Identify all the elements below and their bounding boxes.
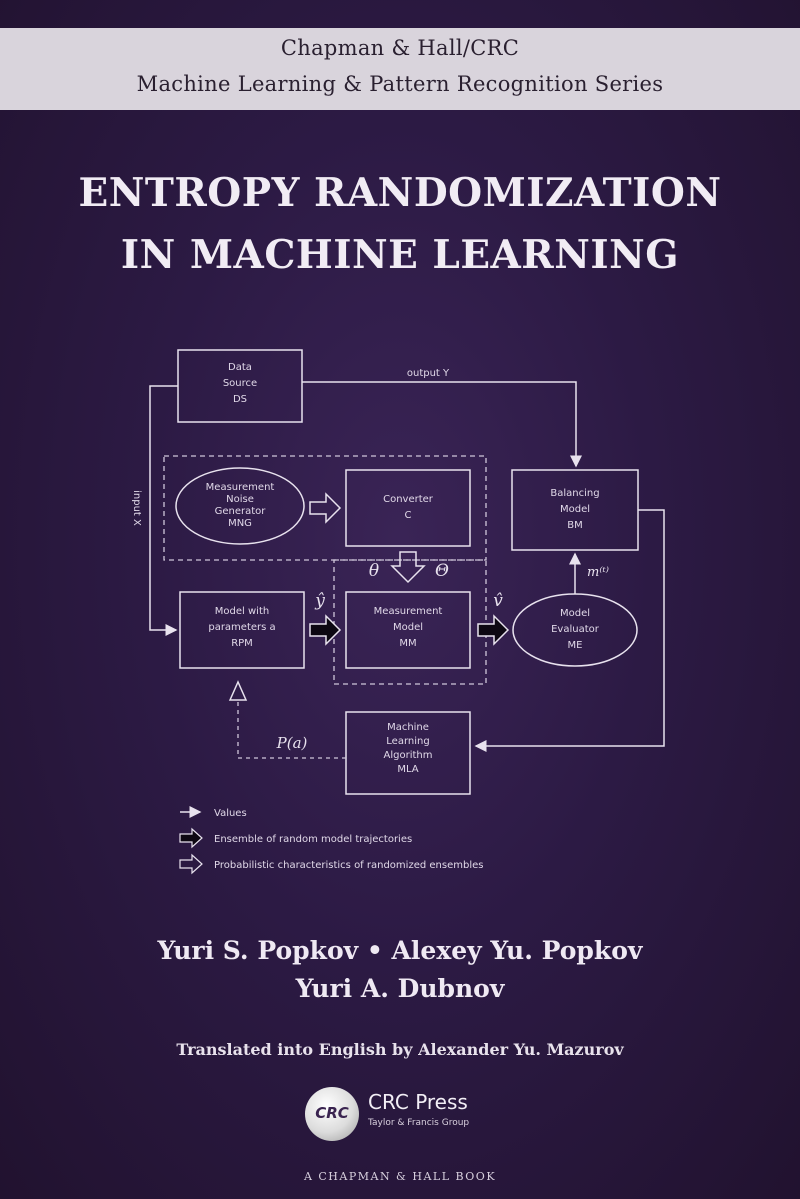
legend-item-2: Ensemble of random model trajectories (214, 834, 412, 845)
v-hat-symbol: v̂ (493, 591, 503, 611)
balancing-line-1: Balancing (550, 488, 599, 499)
y-hat-symbol: ŷ (314, 591, 325, 611)
evaluator-line-3: ME (568, 640, 583, 651)
authors-line-1: Yuri S. Popkov • Alexey Yu. Popkov (157, 936, 643, 965)
converter-line-1: Converter (383, 494, 434, 505)
publisher-imprint: A CHAPMAN & HALL BOOK (303, 1170, 497, 1183)
diagram-legend: Values Ensemble of random model trajecto… (179, 806, 483, 875)
input-arrow (149, 385, 178, 636)
balancing-model-box: Balancing Model BM (511, 469, 639, 551)
ml-algorithm-box: Machine Learning Algorithm MLA (345, 711, 471, 795)
mla-line-2: Learning (386, 736, 429, 747)
system-diagram: Data Source DS output Y input X Measurem… (131, 349, 665, 875)
crc-logo-text: CRC (315, 1104, 349, 1122)
balancing-to-mla-arrow (474, 509, 665, 752)
converter-line-2: C (405, 510, 412, 521)
data-source-line-3: DS (233, 394, 247, 405)
data-source-line-1: Data (228, 362, 252, 373)
data-source-line-2: Source (223, 378, 257, 389)
measurement-line-1: Measurement (374, 606, 443, 617)
publisher-block: CRC CRC Press Taylor & Francis Group A C… (270, 1082, 530, 1192)
series-banner: Chapman & Hall/CRC Machine Learning & Pa… (0, 28, 800, 110)
mla-line-3: Algorithm (384, 750, 433, 761)
noise-generator-ellipse: Measurement Noise Generator MNG (175, 467, 305, 545)
output-label: output Y (407, 368, 450, 379)
theta-right-symbol: Θ (435, 561, 449, 581)
input-label: input X (131, 490, 142, 526)
measurement-line-2: Model (393, 622, 423, 633)
mla-line-1: Machine (387, 722, 429, 733)
model-params-line-1: Model with (215, 606, 269, 617)
measurement-model-box: Measurement Model MM (345, 591, 471, 669)
translator-credit: Translated into English by Alexander Yu.… (176, 1040, 624, 1059)
measurement-line-3: MM (399, 638, 416, 649)
converter-down-arrow (390, 551, 426, 584)
series-line-2: Machine Learning & Pattern Recognition S… (136, 72, 664, 96)
model-parameters-box: Model with parameters a RPM (179, 591, 305, 669)
noise-to-converter-arrow (309, 492, 342, 524)
noise-group-frame (163, 455, 487, 561)
series-line-1: Chapman & Hall/CRC (280, 36, 520, 60)
legend-item-1: Values (214, 808, 247, 819)
publisher-group: Taylor & Francis Group (368, 1118, 470, 1128)
noise-line-4: MNG (228, 518, 252, 529)
measurement-to-evaluator-arrow (477, 614, 510, 646)
pa-symbol: P(a) (276, 734, 308, 752)
balancing-line-2: Model (560, 504, 590, 515)
evaluator-line-2: Evaluator (551, 624, 600, 635)
model-params-line-3: RPM (231, 638, 253, 649)
noise-line-1: Measurement (206, 482, 275, 493)
pa-feedback-line (237, 700, 346, 759)
output-arrow (302, 381, 582, 468)
measurement-group-frame (333, 559, 487, 685)
book-title-line-2: IN MACHINE LEARNING (120, 232, 680, 278)
balancing-line-3: BM (567, 520, 583, 531)
noise-line-2: Noise (226, 494, 254, 505)
mla-line-4: MLA (397, 764, 418, 775)
crc-logo: CRC (305, 1087, 359, 1141)
model-params-line-2: parameters a (208, 622, 275, 633)
data-source-box: Data Source DS (177, 349, 303, 423)
legend-item-3: Probabilistic characteristics of randomi… (214, 860, 483, 871)
converter-box: Converter C (345, 469, 471, 547)
m-symbol: m⁽ᵗ⁾ (587, 565, 609, 580)
evaluator-line-1: Model (560, 608, 590, 619)
model-evaluator-ellipse: Model Evaluator ME (512, 593, 638, 667)
pa-feedback-arrowhead (228, 680, 248, 701)
authors-line-2: Yuri A. Dubnov (295, 974, 505, 1003)
theta-left-symbol: θ (369, 561, 379, 581)
book-title-line-1: ENTROPY RANDOMIZATION (78, 170, 722, 216)
model-to-measurement-arrow (309, 614, 342, 646)
publisher-name: CRC Press (368, 1090, 468, 1114)
noise-line-3: Generator (215, 506, 267, 517)
